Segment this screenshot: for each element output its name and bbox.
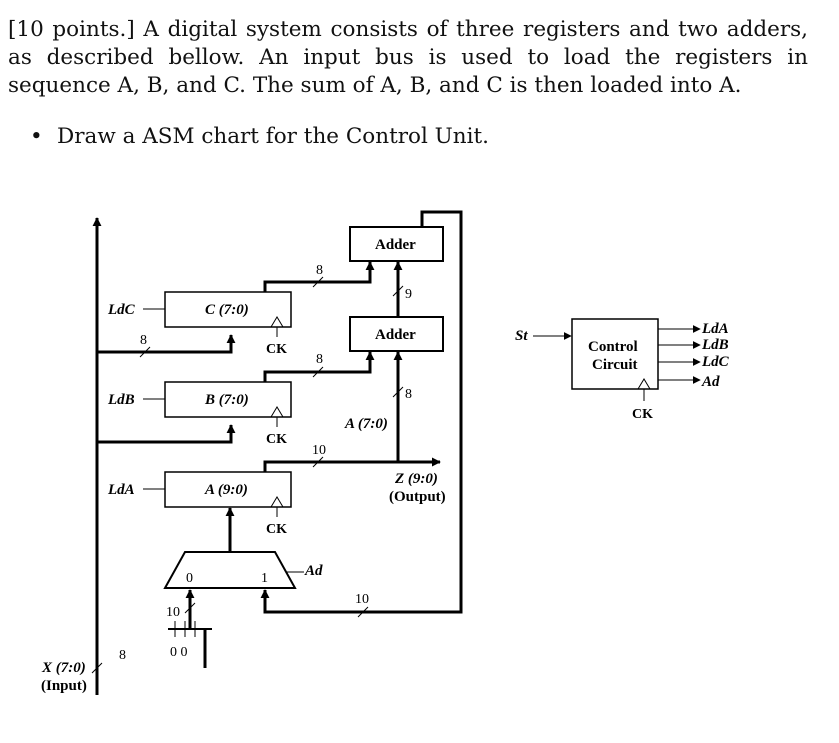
register-c <box>164 291 292 328</box>
mux-in0-slash <box>184 602 196 614</box>
control-clock <box>637 378 651 390</box>
a-out-width: 10 <box>312 443 326 458</box>
register-a-label: A (9:0) <box>204 482 248 498</box>
register-c-ck: CK <box>266 342 287 357</box>
bus-c-width: 8 <box>140 333 147 348</box>
register-a-ck: CK <box>266 522 287 537</box>
ad-label: Ad <box>304 563 323 579</box>
input-width-label: 8 <box>119 648 126 663</box>
register-a-clock <box>270 496 284 508</box>
mux <box>163 551 297 589</box>
register-b <box>164 381 292 418</box>
b-out-width: 8 <box>316 352 323 367</box>
register-a <box>164 471 292 508</box>
control-label-1: Control <box>588 339 638 355</box>
adder-top <box>349 226 444 262</box>
bus-to-b <box>97 424 236 444</box>
lda-label: LdA <box>107 482 135 498</box>
a-output-bus <box>263 457 441 472</box>
mux-input-1: 1 <box>261 571 268 586</box>
a-tap-width: 8 <box>405 387 412 402</box>
c-out-width: 8 <box>316 263 323 278</box>
z-output-label: Z (9:0) <box>394 471 438 487</box>
out-lda-label: LdA <box>701 321 729 337</box>
out-ad-label: Ad <box>701 374 720 390</box>
a-out-slash <box>312 456 324 468</box>
input-slash <box>91 662 103 674</box>
bullet-item: • Draw a ASM chart for the Control Unit. <box>30 124 489 149</box>
bus-c-slash <box>139 346 151 358</box>
sum-feedback <box>260 210 463 614</box>
out-ldc-label: LdC <box>701 354 730 370</box>
st-label: St <box>515 328 528 344</box>
control-ck: CK <box>632 407 653 422</box>
adder-mid-label: Adder <box>375 327 416 343</box>
x-input-sub: (Input) <box>41 678 87 694</box>
a-tap-slash <box>392 386 404 398</box>
ldb-label: LdB <box>107 392 135 408</box>
zero-ext-label: 0 0 <box>170 645 188 660</box>
register-b-clock <box>270 406 284 418</box>
c-out-slash <box>312 276 324 288</box>
mux-input-0: 0 <box>186 571 193 586</box>
adder-mid-out-width: 9 <box>405 287 412 302</box>
feedback-slash <box>357 606 369 618</box>
problem-statement: [10 points.] A digital system consists o… <box>8 17 808 98</box>
register-b-ck: CK <box>266 432 287 447</box>
register-c-clock <box>270 316 284 328</box>
mux-in0-width: 10 <box>166 605 180 620</box>
control-circuit <box>571 318 659 390</box>
feedback-width: 10 <box>355 592 369 607</box>
a-tap-label: A (7:0) <box>344 416 388 432</box>
register-b-label: B (7:0) <box>204 392 249 408</box>
bullet-text: Draw a ASM chart for the Control Unit. <box>57 124 489 149</box>
adder-mid-out-slash <box>392 285 404 297</box>
bullet-dot: • <box>30 124 43 149</box>
z-output-sub: (Output) <box>389 489 446 505</box>
register-c-label: C (7:0) <box>205 302 249 318</box>
ldc-label: LdC <box>107 302 136 318</box>
bus-to-c <box>97 334 236 354</box>
control-label-2: Circuit <box>592 357 638 373</box>
x-input-label: X (7:0) <box>41 660 86 676</box>
adder-top-label: Adder <box>375 237 416 253</box>
b-out-slash <box>312 366 324 378</box>
out-ldb-label: LdB <box>701 337 729 353</box>
